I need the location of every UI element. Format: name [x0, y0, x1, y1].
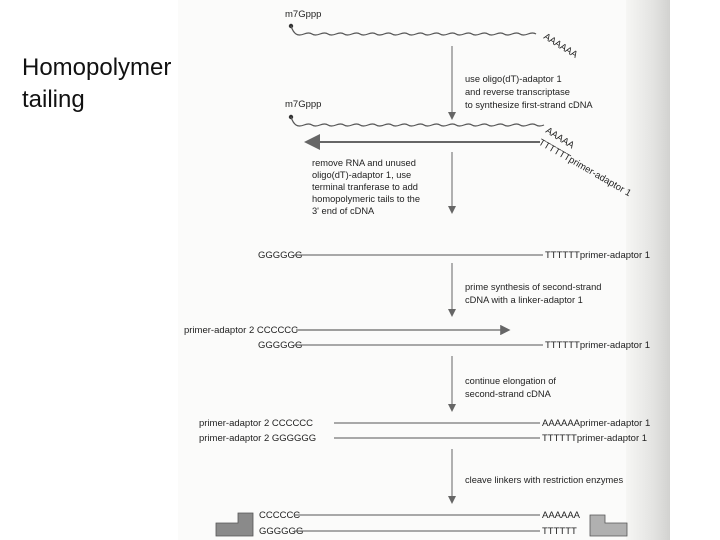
row3-top-right: AAAAAAprimer-adaptor 1	[542, 418, 650, 429]
mrna-strand-1	[290, 25, 537, 36]
slide-title-line-1: Homopolymer	[22, 54, 172, 81]
row1-left-tail: GGGGGG	[258, 250, 302, 261]
step1-line3: to synthesize first-strand cDNA	[465, 100, 593, 110]
first-strand-primer-label: TTTTTTprimer-adaptor 1	[537, 137, 633, 199]
slide-title: Homopolymer tailing	[22, 52, 171, 116]
step2-line1: remove RNA and unused	[312, 158, 416, 168]
page-edge-shadow	[626, 0, 670, 540]
row2-bottom-left: GGGGGG	[258, 340, 302, 351]
mrna-cap-label-1: m7Gppp	[285, 9, 321, 20]
mrna-strand-2	[290, 116, 545, 127]
row4-bottom-left: GGGGGG	[259, 526, 303, 537]
step5-line1: cleave linkers with restriction enzymes	[465, 475, 623, 485]
row3-top-left: primer-adaptor 2 CCCCCC	[199, 418, 313, 429]
step2-line2: oligo(dT)-adaptor 1, use	[312, 170, 411, 180]
step3-line1: prime synthesis of second-strand	[465, 282, 601, 292]
mrna-cap-label-2: m7Gppp	[285, 99, 321, 110]
row2-bottom-right: TTTTTTprimer-adaptor 1	[545, 340, 650, 351]
step3-line2: cDNA with a linker-adaptor 1	[465, 295, 583, 305]
step4-line2: second-strand cDNA	[465, 389, 552, 399]
row4-top-left: CCCCCC	[259, 510, 300, 521]
row4-bottom-right: TTTTTT	[542, 526, 577, 537]
page-margin	[670, 0, 720, 540]
polya-tail-1: AAAAAA	[541, 31, 580, 61]
step2-line5: 3' end of cDNA	[312, 206, 375, 216]
cleaved-adaptor-1-block	[589, 514, 628, 537]
cleaved-adaptor-2-block	[215, 512, 254, 537]
step1-line1: use oligo(dT)-adaptor 1	[465, 74, 562, 84]
row2-top-left: primer-adaptor 2 CCCCCC	[184, 325, 298, 336]
step2-line4: homopolymeric tails to the	[312, 194, 420, 204]
row4-top-right: AAAAAA	[542, 510, 581, 521]
row3-bottom-left: primer-adaptor 2 GGGGGG	[199, 433, 316, 444]
step1-line2: and reverse transcriptase	[465, 87, 570, 97]
step2-line3: terminal tranferase to add	[312, 182, 418, 192]
row3-bottom-right: TTTTTTprimer-adaptor 1	[542, 433, 647, 444]
slide-title-line-2: tailing	[22, 86, 85, 113]
row1-right-label: TTTTTTprimer-adaptor 1	[545, 250, 650, 261]
step4-line1: continue elongation of	[465, 376, 556, 386]
